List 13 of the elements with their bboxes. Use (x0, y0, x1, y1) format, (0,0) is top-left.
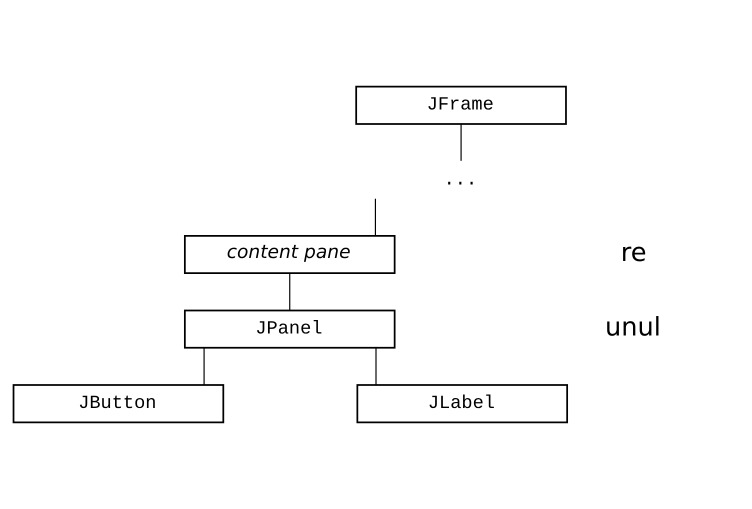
node-box: JPanel (184, 310, 396, 349)
connector (289, 273, 290, 310)
connector (374, 198, 376, 236)
node-text: ... (444, 168, 478, 190)
label: unul (605, 312, 661, 343)
node-box: JFrame (355, 86, 567, 125)
label: re (620, 238, 647, 268)
connector (460, 124, 462, 161)
node-box: content pane (184, 234, 396, 274)
node-box: JButton (12, 384, 224, 424)
connector (204, 348, 205, 385)
connector (375, 348, 377, 385)
node-box: JLabel (356, 384, 568, 424)
